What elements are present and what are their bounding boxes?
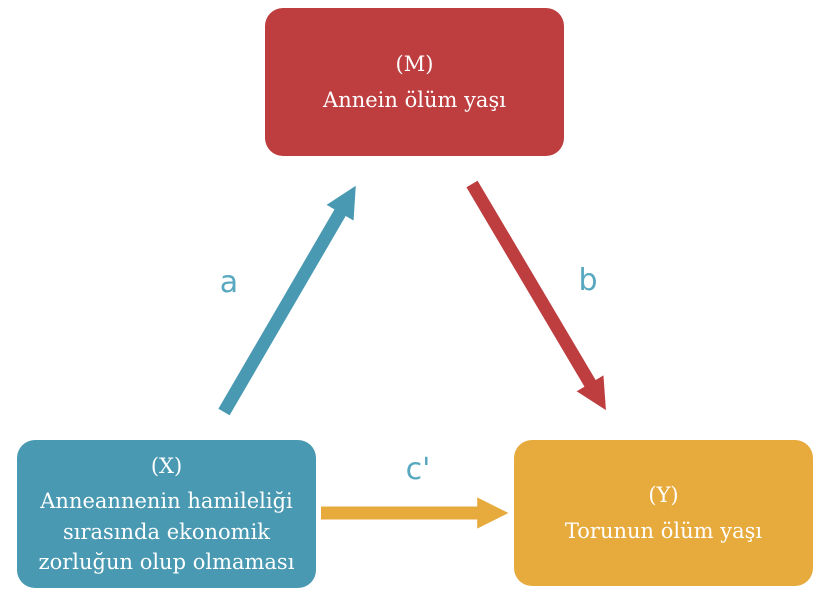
edge-a-arrow: [218, 185, 356, 416]
edge-b-arrow: [466, 180, 606, 411]
node-dependent: (Y) Torunun ölüm yaşı: [514, 440, 813, 586]
node-mediator-tag: (M): [395, 52, 434, 77]
node-independent: (X) Anneannenin hamileliği sırasında eko…: [17, 440, 316, 588]
node-independent-label: Anneannenin hamileliği sırasında ekonomi…: [38, 489, 295, 574]
edge-b-label: b: [578, 263, 598, 298]
node-independent-tag: (X): [150, 453, 183, 478]
node-mediator: (M) Annein ölüm yaşı: [265, 8, 564, 156]
edge-a-label: a: [219, 265, 239, 300]
node-dependent-label: Torunun ölüm yaşı: [564, 518, 763, 543]
edge-c-label: c': [405, 452, 431, 487]
node-dependent-tag: (Y): [648, 483, 679, 508]
node-mediator-label: Annein ölüm yaşı: [323, 87, 506, 112]
